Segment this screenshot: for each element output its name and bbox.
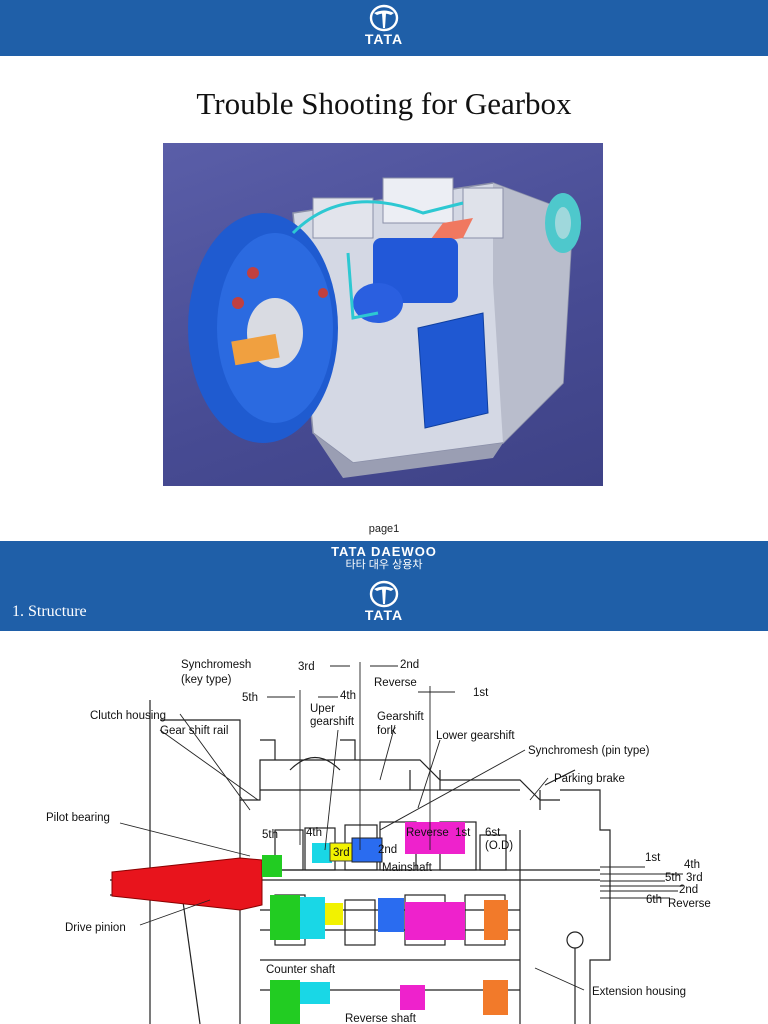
label-gear-shift-rail: Gear shift rail — [160, 725, 228, 737]
tata-wordmark: TATA — [364, 31, 404, 47]
label-counter-shaft: Counter shaft — [266, 964, 336, 976]
page-title: Trouble Shooting for Gearbox — [196, 86, 572, 121]
tata-daewoo-logo: TATA DAEWOO 타타 대우 상용차 — [0, 545, 768, 572]
label-reverse-shaft: Reverse shaft — [345, 1013, 417, 1024]
label-out-6th: 6th — [646, 894, 662, 906]
label-g5th: 5th — [262, 829, 278, 841]
section-header-bar — [0, 541, 768, 631]
tata-logo-2: TATA — [354, 580, 414, 622]
label-synchromesh-key: Synchromesh — [181, 659, 251, 671]
label-g6st: 6st — [485, 827, 501, 839]
label-clutch-housing: Clutch housing — [90, 710, 166, 722]
tata-emblem-icon — [369, 4, 399, 32]
section-title: 1. Structure — [12, 603, 87, 620]
label-synchromesh-pin: Synchromesh (pin type) — [528, 745, 650, 757]
tata-daewoo-korean-wordmark: 타타 대우 상용차 — [345, 559, 423, 571]
label-g3rd: 3rd — [333, 847, 350, 859]
label-out-5th: 5th — [665, 872, 681, 884]
label-third-top: 3rd — [298, 661, 315, 673]
label-uper: Uper — [310, 703, 335, 715]
label-out-2nd: 2nd — [679, 884, 698, 896]
label-od: (O.D) — [485, 840, 513, 852]
gearbox-image — [163, 143, 603, 486]
label-out-1st: 1st — [645, 852, 661, 864]
label-gearshift-fork-2: fork — [377, 725, 396, 737]
label-g2nd: 2nd — [378, 844, 397, 856]
label-reverse-mid: Reverse — [406, 827, 449, 839]
label-gearshift: gearshift — [310, 716, 355, 728]
tata-daewoo-wordmark: TATA DAEWOO — [331, 544, 437, 559]
label-g1st: 1st — [455, 827, 471, 839]
label-mainshaft: Mainshaft — [382, 862, 433, 874]
tata-emblem-icon — [369, 580, 399, 608]
gearbox-structure-diagram: Synchromesh (key type) 3rd 2nd Reverse 1… — [40, 640, 730, 1024]
label-parking-brake: Parking brake — [554, 773, 625, 785]
label-pilot-bearing: Pilot bearing — [46, 812, 110, 824]
tata-wordmark: TATA — [364, 607, 404, 623]
label-second-top: 2nd — [400, 659, 419, 671]
page-number-label: page1 — [368, 523, 400, 535]
label-key-type: (key type) — [181, 674, 232, 686]
label-gearshift-fork-1: Gearshift — [377, 711, 424, 723]
label-reverse-top: Reverse — [374, 677, 417, 689]
label-out-3rd: 3rd — [686, 872, 703, 884]
label-fifth-top: 5th — [242, 692, 258, 704]
label-fourth-top: 4th — [340, 690, 356, 702]
label-g4th: 4th — [306, 827, 322, 839]
label-lower-gearshift: Lower gearshift — [436, 730, 515, 742]
label-out-reverse: Reverse — [668, 898, 711, 910]
label-first-top: 1st — [473, 687, 489, 699]
tata-logo: TATA — [354, 4, 414, 46]
label-extension-housing: Extension housing — [592, 986, 686, 998]
label-out-4th: 4th — [684, 859, 700, 871]
label-drive-pinion: Drive pinion — [65, 922, 126, 934]
